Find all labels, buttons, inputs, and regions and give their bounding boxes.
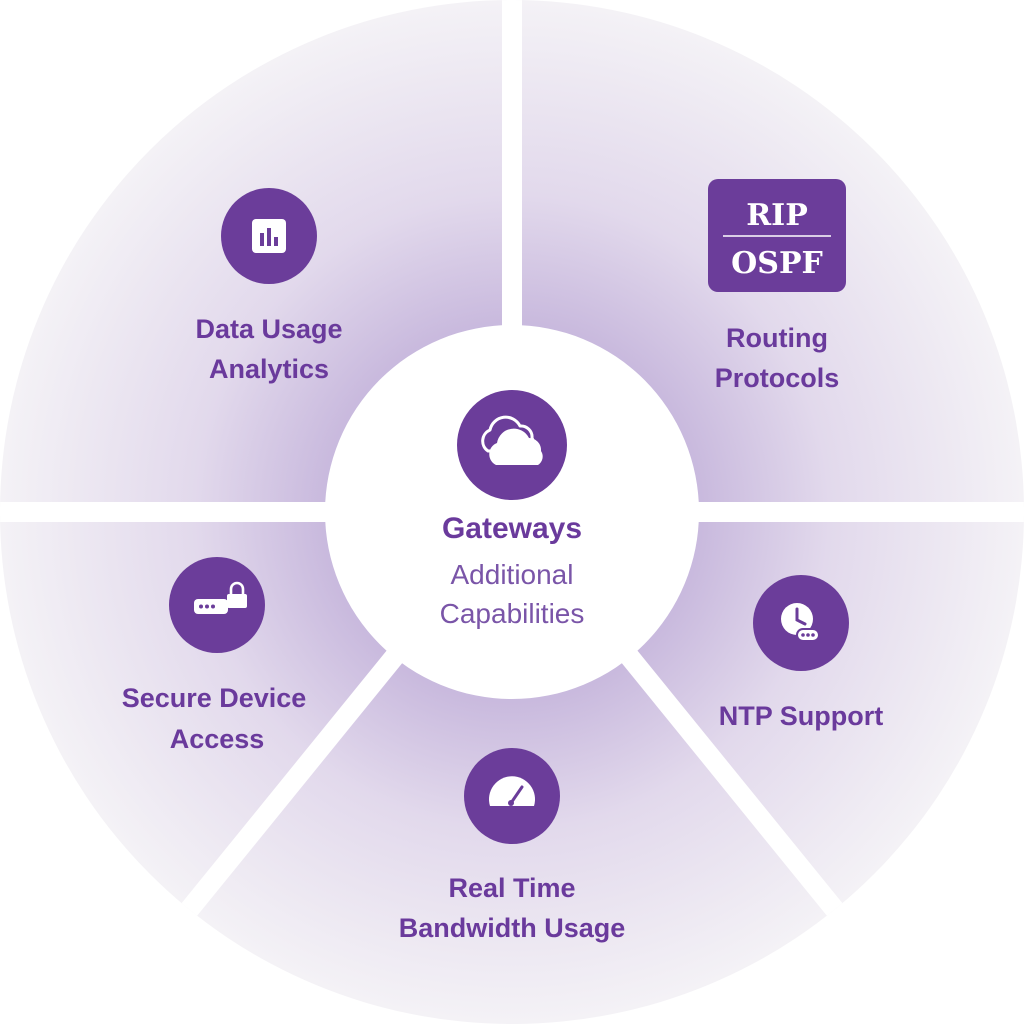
rip-ospf-badge: RIP OSPF (708, 179, 846, 292)
segment-ntp-support: NTP Support (719, 575, 884, 731)
center-subtitle-line1: Additional (451, 559, 574, 590)
center-subtitle-line2: Capabilities (440, 598, 585, 629)
center-circle (325, 325, 699, 699)
segment-label: Analytics (209, 354, 329, 384)
segment-label: Real Time (448, 873, 575, 903)
segment-label: Routing (726, 323, 828, 353)
segment-label: Bandwidth Usage (399, 913, 626, 943)
bar-chart-glyph (252, 219, 286, 253)
badge-bottom-text: OSPF (731, 246, 823, 281)
center-hub: Gateways Additional Capabilities (325, 325, 699, 699)
badge-top-text: RIP (746, 198, 808, 233)
segment-data-usage-analytics: Data Usage Analytics (195, 188, 343, 384)
segment-label: Data Usage (195, 314, 342, 344)
speedometer-glyph (489, 776, 535, 806)
segment-real-time-bandwidth-usage: Real Time Bandwidth Usage (399, 748, 626, 943)
segment-label: Protocols (715, 363, 840, 393)
segment-label: Access (170, 724, 265, 754)
cloud-glyph (481, 415, 543, 465)
segment-secure-device-access: Secure Device Access (122, 557, 307, 754)
center-title: Gateways (442, 512, 582, 545)
clock-glyph (781, 603, 820, 642)
segment-routing-protocols: RIP OSPF Routing Protocols (708, 179, 846, 393)
device-lock-glyph (194, 581, 247, 614)
segment-label: NTP Support (719, 701, 884, 731)
segment-label: Secure Device (122, 683, 307, 713)
segment-separators (0, 0, 1024, 937)
